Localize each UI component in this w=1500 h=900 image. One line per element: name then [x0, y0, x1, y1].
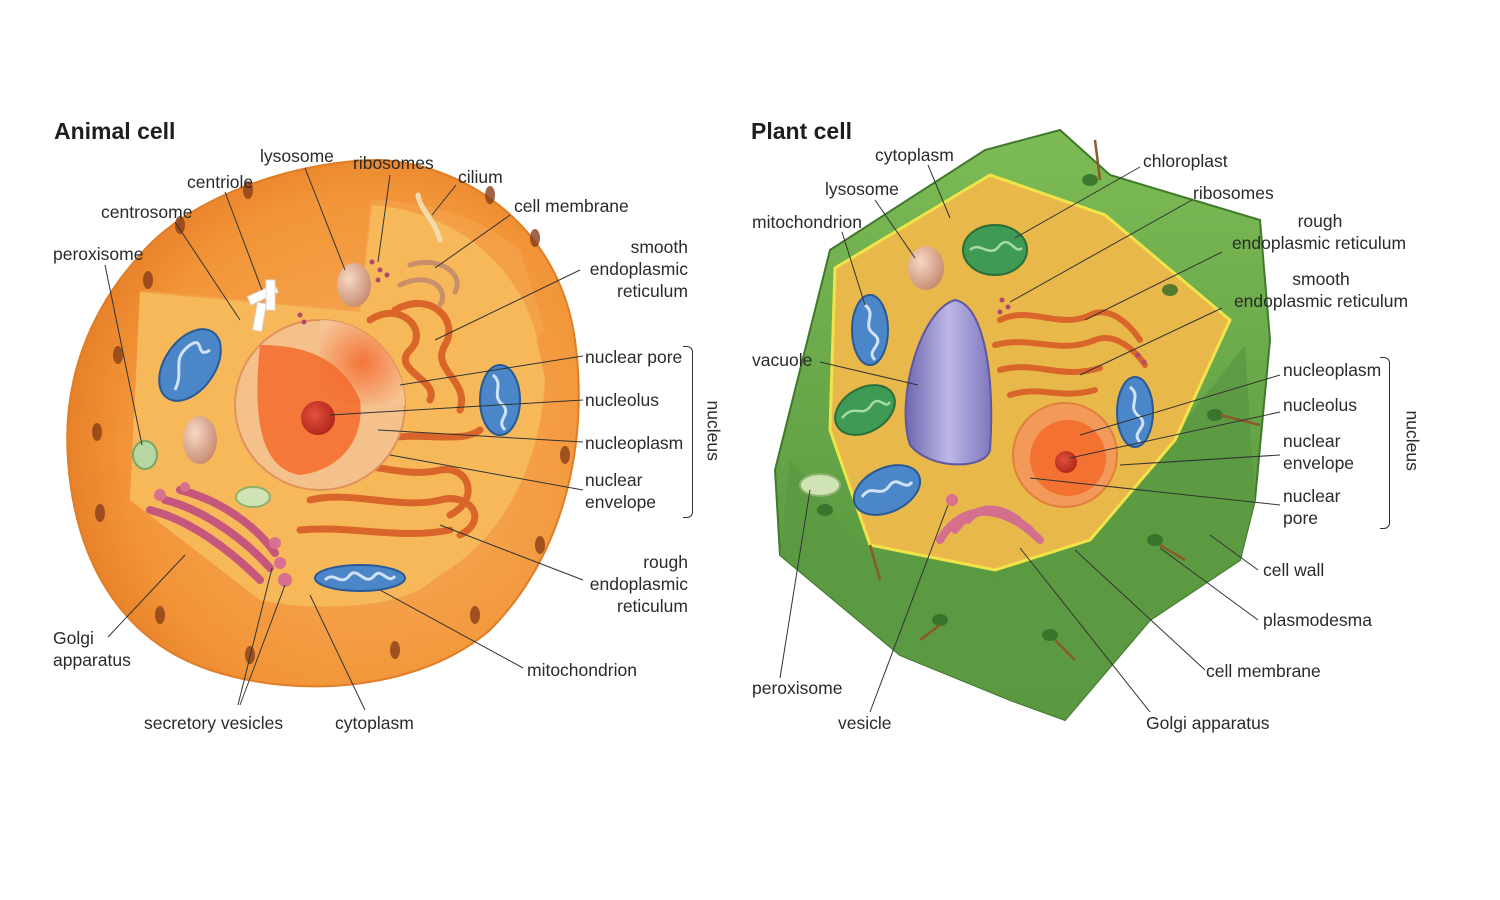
plant-label-cell-membrane: cell membrane — [1206, 661, 1321, 681]
animal-centriole — [246, 279, 279, 333]
animal-label-rough-er: rough endoplasmic reticulum — [590, 551, 688, 617]
animal-label-peroxisome: peroxisome — [53, 244, 144, 264]
plant-label-cell-wall: cell wall — [1263, 560, 1325, 580]
label-line: nuclear — [585, 470, 643, 490]
animal-nucleus-bracket — [683, 346, 693, 518]
animal-cilium — [415, 192, 443, 243]
animal-label-golgi: Golgi apparatus — [53, 627, 131, 671]
animal-lysosome — [337, 263, 371, 307]
plant-label-cytoplasm: cytoplasm — [875, 145, 954, 165]
animal-vesicles — [154, 482, 292, 587]
plant-vesicle — [946, 494, 958, 506]
animal-label-smooth-er: smooth endoplasmic reticulum — [590, 236, 688, 302]
label-line: envelope — [585, 492, 657, 512]
plant-label-smooth-er: smooth endoplasmic reticulum — [1226, 268, 1416, 312]
membrane-pores — [92, 181, 570, 664]
animal-lysosome-2 — [183, 416, 217, 464]
animal-golgi — [146, 486, 279, 584]
plant-nucleus-label: nucleus — [1402, 410, 1423, 471]
animal-label-cilium: cilium — [458, 167, 503, 187]
label-line: endoplasmic — [589, 574, 688, 594]
label-line: reticulum — [617, 596, 688, 616]
plant-label-peroxisome: peroxisome — [752, 678, 843, 698]
label-line: rough — [1297, 211, 1343, 231]
plant-cell-title: Plant cell — [751, 118, 852, 144]
plant-golgi — [936, 505, 1044, 544]
plant-ribosomes — [997, 297, 1147, 365]
plant-vacuole — [904, 298, 993, 466]
plant-label-vesicle: vesicle — [838, 713, 892, 733]
plant-label-plasmodesma: plasmodesma — [1263, 610, 1372, 630]
plant-lysosome — [908, 246, 944, 290]
animal-smooth-er — [397, 259, 460, 308]
animal-label-nuclear-envelope: nuclear envelope — [585, 469, 656, 513]
label-line: reticulum — [617, 281, 688, 301]
plant-label-vacuole: vacuole — [752, 350, 813, 370]
plant-peroxisome — [799, 473, 841, 497]
label-line: apparatus — [53, 650, 131, 670]
label-line: nuclear — [1283, 486, 1341, 506]
label-line: nuclear — [1283, 431, 1341, 451]
leader-lines — [104, 164, 1281, 713]
plant-label-mitochondrion: mitochondrion — [752, 212, 862, 232]
plant-nucleus — [1012, 402, 1118, 508]
plant-rough-er — [992, 309, 1148, 398]
label-line: endoplasmic — [589, 259, 688, 279]
animal-label-cell-membrane: cell membrane — [514, 196, 629, 216]
animal-label-nucleoplasm: nucleoplasm — [585, 433, 684, 453]
animal-label-nuclear-pore: nuclear pore — [585, 347, 683, 367]
plant-label-ribosomes: ribosomes — [1193, 183, 1274, 203]
plant-label-nucleoplasm: nucleoplasm — [1283, 360, 1382, 380]
plant-label-nucleolus: nucleolus — [1283, 395, 1357, 415]
animal-ribosomes — [297, 259, 390, 325]
plant-label-golgi: Golgi apparatus — [1146, 713, 1270, 733]
plant-label-nuclear-pore: nuclear pore — [1283, 485, 1340, 529]
animal-label-mitochondrion: mitochondrion — [527, 660, 637, 680]
animal-cell-title: Animal cell — [54, 118, 176, 144]
label-line: envelope — [1283, 453, 1355, 473]
animal-nucleus-label: nucleus — [703, 400, 724, 461]
plant-wall-front — [780, 345, 1255, 720]
plant-label-nuclear-envelope: nuclear envelope — [1283, 430, 1354, 474]
label-line: endoplasmic reticulum — [1233, 291, 1409, 311]
animal-label-secretory-vesicles: secretory vesicles — [144, 713, 284, 733]
plant-mitochondria — [851, 294, 1154, 516]
label-line: smooth — [1292, 269, 1350, 289]
label-line: rough — [643, 552, 688, 572]
animal-mitochondria — [158, 328, 521, 592]
label-line: endoplasmic reticulum — [1231, 233, 1407, 253]
plant-label-chloroplast: chloroplast — [1143, 151, 1228, 171]
label-line: smooth — [630, 237, 688, 257]
plant-wall-pits — [817, 174, 1223, 641]
animal-peroxisome — [132, 440, 158, 470]
animal-label-ribosomes: ribosomes — [353, 153, 434, 173]
animal-vesicle-green — [235, 486, 271, 508]
animal-nucleus — [234, 319, 406, 491]
plant-plasmodesmata — [868, 139, 1261, 661]
animal-label-centrosome: centrosome — [101, 202, 193, 222]
plant-label-rough-er: rough endoplasmic reticulum — [1224, 210, 1414, 254]
plant-nucleus-bracket — [1380, 357, 1390, 529]
plant-chloroplasts — [834, 224, 1028, 436]
animal-label-centriole: centriole — [187, 172, 254, 192]
label-line: pore — [1283, 508, 1319, 528]
animal-label-cytoplasm: cytoplasm — [335, 713, 414, 733]
label-line: Golgi — [53, 628, 94, 648]
plant-label-lysosome: lysosome — [825, 179, 899, 199]
animal-label-nucleolus: nucleolus — [585, 390, 659, 410]
animal-label-lysosome: lysosome — [260, 146, 334, 166]
